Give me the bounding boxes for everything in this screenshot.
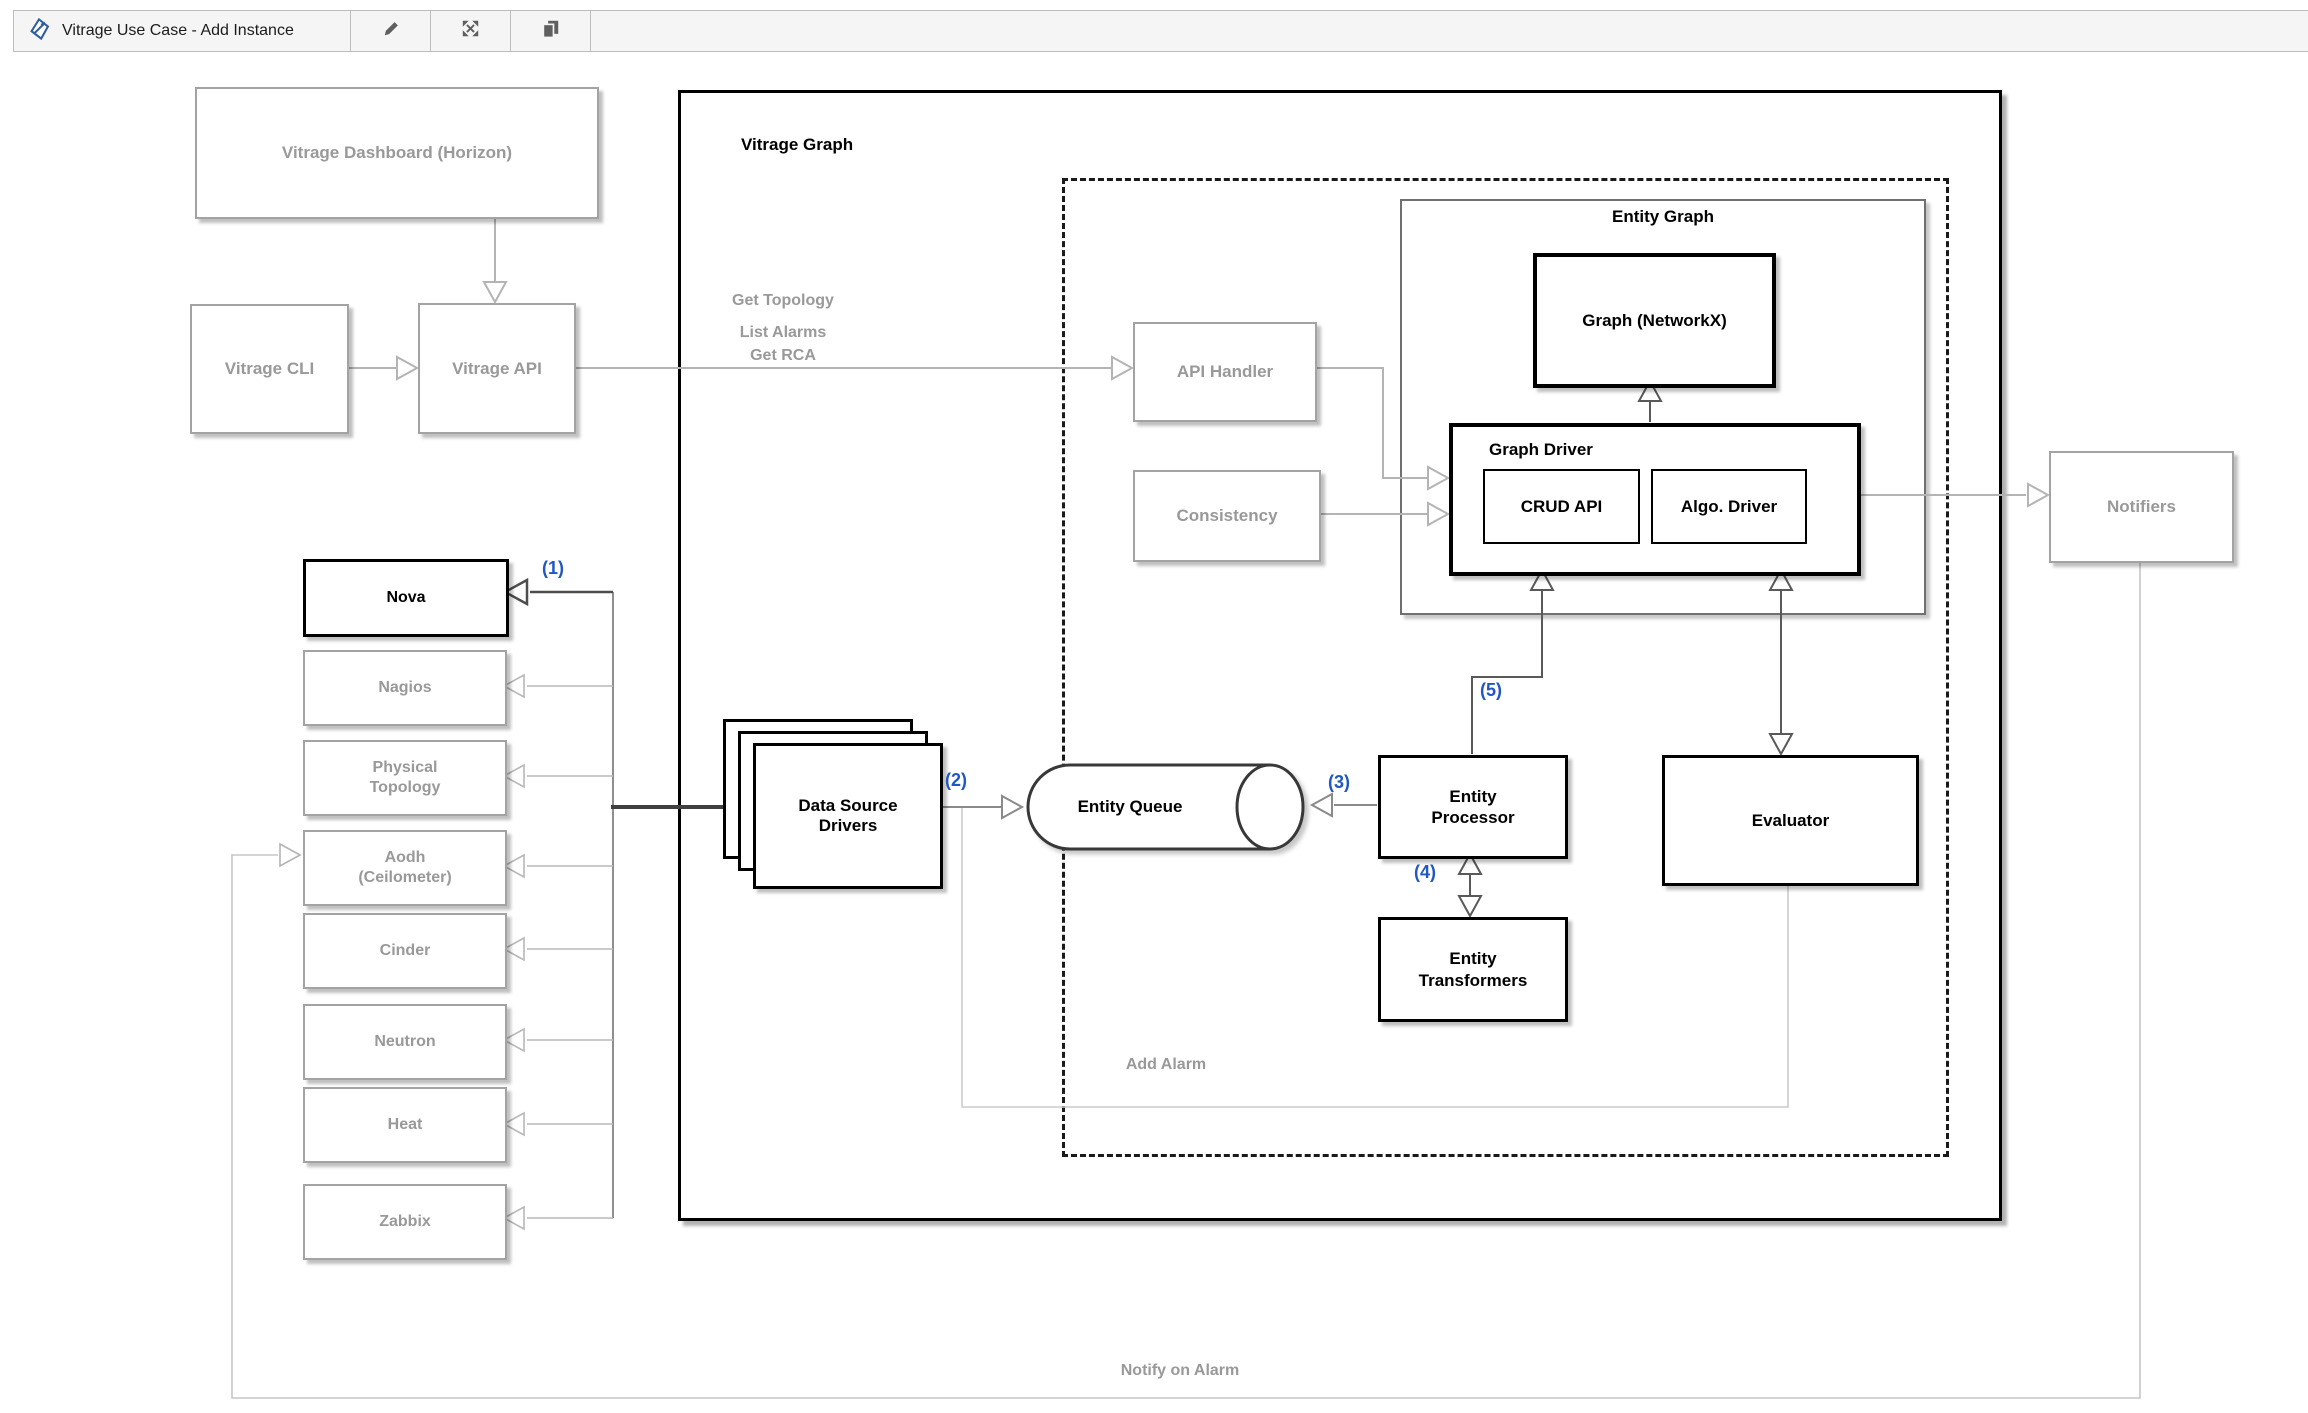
node-label: Entity Processor xyxy=(1431,786,1515,827)
node-label: Aodh (Ceilometer) xyxy=(358,849,452,886)
edge-step1-bus-to-nova xyxy=(502,577,613,607)
node-entity-queue: Entity Queue xyxy=(1023,762,1307,852)
edit-button[interactable] xyxy=(351,11,431,51)
node-label: Vitrage Dashboard (Horizon) xyxy=(281,143,513,163)
node-evaluator: Evaluator xyxy=(1662,755,1919,886)
node-vitrage-api: Vitrage API xyxy=(418,303,576,434)
pencil-icon xyxy=(382,20,400,43)
node-vitrage-cli: Vitrage CLI xyxy=(190,304,349,434)
node-datasource-nagios: Nagios xyxy=(303,650,507,726)
fullscreen-button[interactable] xyxy=(431,11,511,51)
node-label: Entity Transformers xyxy=(1418,949,1528,990)
node-label: CRUD API xyxy=(1520,496,1603,516)
node-label: Vitrage CLI xyxy=(224,359,315,379)
entity-graph-title: Entity Graph xyxy=(1611,207,1714,226)
step-label-4: (4) xyxy=(1414,862,1436,882)
node-label: Nagios xyxy=(378,679,432,696)
fullscreen-icon xyxy=(461,19,480,43)
node-datasource-cinder: Cinder xyxy=(303,913,507,989)
node-vitrage-dashboard: Vitrage Dashboard (Horizon) xyxy=(195,87,599,219)
node-label: Consistency xyxy=(1176,506,1278,526)
copy-button[interactable] xyxy=(511,11,591,51)
node-label: Data Source Drivers xyxy=(798,796,898,835)
vitrage-graph-title: Vitrage Graph xyxy=(741,135,854,154)
node-label: Physical Topology xyxy=(369,759,441,796)
edge-consistency-to-graph-driver xyxy=(1317,501,1451,527)
step-label-3: (3) xyxy=(1328,772,1350,792)
edge-step3-processor-to-queue xyxy=(1309,792,1377,818)
node-label: Cinder xyxy=(379,942,431,959)
diagram-title-cell: Vitrage Use Case - Add Instance xyxy=(14,11,351,51)
diagram-logo-icon xyxy=(28,17,50,45)
node-label: Algo. Driver xyxy=(1680,496,1778,516)
node-label: Heat xyxy=(387,1116,423,1133)
edge-label-add-alarm: Add Alarm xyxy=(1125,1056,1207,1073)
edge-add-alarm-loop xyxy=(961,808,1789,1108)
node-datasource-nova: Nova xyxy=(303,559,509,637)
node-datasource-aodh: Aodh (Ceilometer) xyxy=(303,830,507,906)
node-consistency: Consistency xyxy=(1133,470,1321,562)
node-label: Zabbix xyxy=(379,1213,431,1230)
node-label: API Handler xyxy=(1176,362,1274,382)
node-crud-api: CRUD API xyxy=(1483,469,1640,544)
edge-step5-processor-to-graph-driver xyxy=(1471,567,1555,754)
node-label: Neutron xyxy=(374,1033,436,1050)
edge-graph-driver-evaluator xyxy=(1768,567,1794,757)
node-api-handler: API Handler xyxy=(1133,322,1317,422)
edge-api-handler-to-graph-driver xyxy=(1313,367,1451,491)
node-datasource-zabbix: Zabbix xyxy=(303,1184,507,1260)
node-label: Notifiers xyxy=(2107,497,2176,517)
node-graph-networkx: Graph (NetworkX) xyxy=(1533,253,1776,388)
node-datasource-heat: Heat xyxy=(303,1087,507,1163)
node-datasource-neutron: Neutron xyxy=(303,1004,507,1080)
edge-label-get-topology: Get Topology xyxy=(732,292,834,309)
node-data-source-drivers: Data Source Drivers xyxy=(753,743,943,889)
edge-graph-driver-to-notifiers xyxy=(1853,482,2051,508)
edge-step4-processor-transformers xyxy=(1457,851,1483,919)
edge-cli-to-api xyxy=(345,355,420,381)
node-label: Graph (NetworkX) xyxy=(1582,310,1727,330)
node-label: Evaluator xyxy=(1751,810,1830,830)
step-label-2: (2) xyxy=(945,770,967,790)
node-label: Nova xyxy=(386,589,426,606)
edge-label-notify-on-alarm: Notify on Alarm xyxy=(1120,1362,1240,1379)
container-processing-dashed xyxy=(1062,178,1949,1157)
toolbar-spacer xyxy=(591,11,2308,51)
edge-label-get-rca: Get RCA xyxy=(750,347,816,364)
edge-label-list-alarms: List Alarms xyxy=(739,324,827,341)
node-entity-transformers: Entity Transformers xyxy=(1378,917,1568,1022)
edge-api-to-api-handler xyxy=(572,355,1135,381)
diagram-title: Vitrage Use Case - Add Instance xyxy=(62,22,294,39)
node-notifiers: Notifiers xyxy=(2049,451,2234,563)
queue-cylinder-shape xyxy=(1026,763,1305,851)
copy-icon xyxy=(541,19,560,43)
node-algo-driver: Algo. Driver xyxy=(1651,469,1807,544)
step-label-5: (5) xyxy=(1480,680,1502,700)
node-entity-processor: Entity Processor xyxy=(1378,755,1568,859)
edge-step2-drivers-to-queue xyxy=(937,794,1025,820)
graph-driver-title: Graph Driver xyxy=(1489,440,1593,459)
edge-bus-to-datasources xyxy=(502,673,613,1231)
step-label-1: (1) xyxy=(542,558,564,578)
node-datasource-physical-topology: Physical Topology xyxy=(303,740,507,816)
edge-notify-on-alarm-loop xyxy=(231,560,2141,1399)
viewer-toolbar: Vitrage Use Case - Add Instance xyxy=(13,10,2308,52)
node-label: Vitrage API xyxy=(452,358,542,378)
edge-graph-driver-to-networkx xyxy=(1637,378,1663,422)
node-label: Entity Queue xyxy=(1077,797,1183,816)
edge-dashboard-to-api xyxy=(482,216,508,305)
